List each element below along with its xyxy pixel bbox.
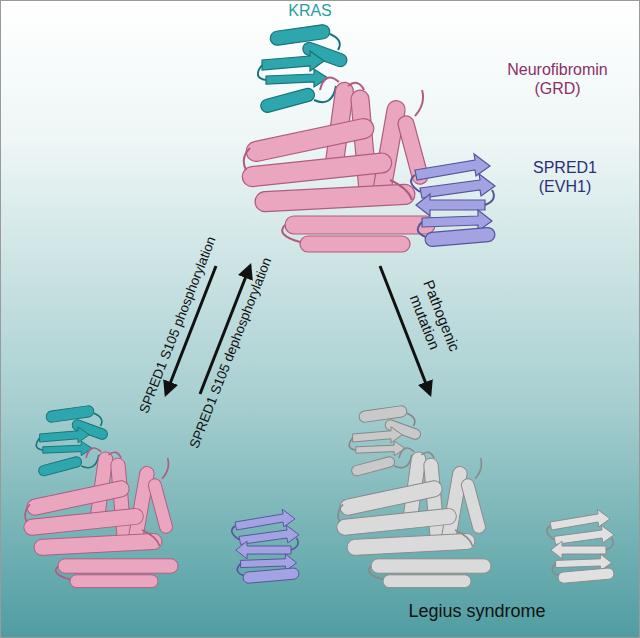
protein-complex: KRAS Neurofibromin (GRD) SPRED1 (EVH1) [205, 0, 630, 262]
protein-label: KRAS [270, 1, 350, 20]
protein-label: SPRED1 (EVH1) [520, 158, 610, 196]
spred1-evh1 [232, 509, 300, 583]
spred1-evh1 [411, 154, 495, 247]
mutant-spred1 [547, 509, 615, 583]
kras-grd-complex [241, 24, 435, 252]
protein-label: Neurofibromin (GRD) [495, 60, 620, 98]
mutant-complex [336, 405, 491, 587]
process-label: Pathogenic mutation [397, 264, 468, 374]
kras-grd-complex [23, 405, 178, 587]
disease-label: Legius syndrome [392, 601, 562, 623]
mutant-proteins: Legius syndrome [322, 398, 630, 632]
dissociated-proteins [10, 398, 310, 610]
